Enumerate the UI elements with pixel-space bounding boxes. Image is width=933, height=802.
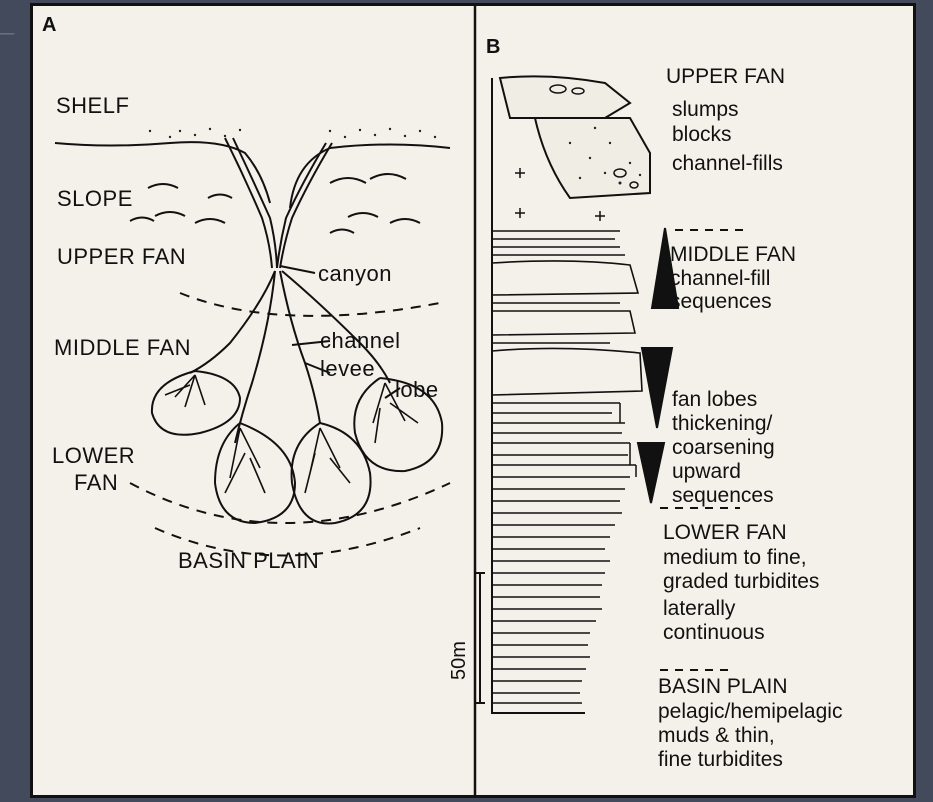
lobe-1 <box>152 371 240 435</box>
upper-fan-line-3: channel-fills <box>672 152 783 175</box>
feature-canyon: canyon <box>318 261 392 287</box>
scale-bar <box>475 573 485 703</box>
lower-fan-title: LOWER FAN <box>663 521 787 544</box>
zone-slope: SLOPE <box>57 186 133 212</box>
zone-upper-fan: UPPER FAN <box>57 244 186 270</box>
channel-fill-upper <box>535 118 650 198</box>
feature-lobe: lobe <box>395 377 439 403</box>
zone-lower-fan-1: LOWER <box>52 443 135 469</box>
panel-b-label: B <box>486 36 500 59</box>
basin-plain-line-1: pelagic/hemipelagic <box>658 700 842 723</box>
basin-plain-title: BASIN PLAIN <box>658 675 788 698</box>
zone-basin-plain: BASIN PLAIN <box>178 548 319 574</box>
feature-levee: levee <box>320 356 375 382</box>
canyon-right <box>280 143 332 268</box>
fan-lobe-line-3: coarsening <box>672 436 775 459</box>
upper-fan-line-2: blocks <box>672 123 732 146</box>
lobe-3 <box>292 423 371 524</box>
lower-fan-line-1: medium to fine, <box>663 546 807 569</box>
middle-fan-beds <box>492 231 642 395</box>
upper-fan-title: UPPER FAN <box>666 65 785 88</box>
scale-label: 50m <box>448 641 471 680</box>
fan-lobe-line-5: sequences <box>672 484 774 507</box>
channel-main-l <box>190 271 275 373</box>
zone-shelf: SHELF <box>56 93 129 119</box>
lower-fan-line-4: continuous <box>663 621 765 644</box>
fan-lobe-line-2: thickening/ <box>672 412 772 435</box>
middle-fan-line-1: channel-fill <box>670 267 770 290</box>
fan-lobe-line-1: fan lobes <box>672 388 757 411</box>
feature-channel: channel <box>320 328 401 354</box>
arrow-fan-lobe-1 <box>642 348 672 428</box>
lower-fan-beds <box>492 403 636 703</box>
zone-middle-fan: MIDDLE FAN <box>54 335 191 361</box>
shelf-dots <box>149 128 436 138</box>
basin-plain-line-3: fine turbidites <box>658 748 783 771</box>
middle-fan-line-2: sequences <box>670 290 772 313</box>
lobe-2 <box>215 423 295 523</box>
basin-plain-line-2: muds & thin, <box>658 724 775 747</box>
arrow-fan-lobe-2 <box>638 443 664 503</box>
upper-fan-line-1: slumps <box>672 98 739 121</box>
fan-lobe-line-4: upward <box>672 460 741 483</box>
slope-scarps <box>130 174 420 233</box>
leader-canyon <box>280 266 315 273</box>
middle-fan-title: MIDDLE FAN <box>670 243 796 266</box>
channel-main-l2 <box>235 271 275 443</box>
lower-fan-line-2: graded turbidites <box>663 570 819 593</box>
channel-main-r <box>280 271 320 423</box>
zone-lower-fan-2: FAN <box>74 470 118 496</box>
panel-a-label: A <box>42 14 56 37</box>
lower-fan-line-3: laterally <box>663 597 735 620</box>
svg-text:─: ─ <box>0 23 15 45</box>
slump-top <box>500 76 630 118</box>
